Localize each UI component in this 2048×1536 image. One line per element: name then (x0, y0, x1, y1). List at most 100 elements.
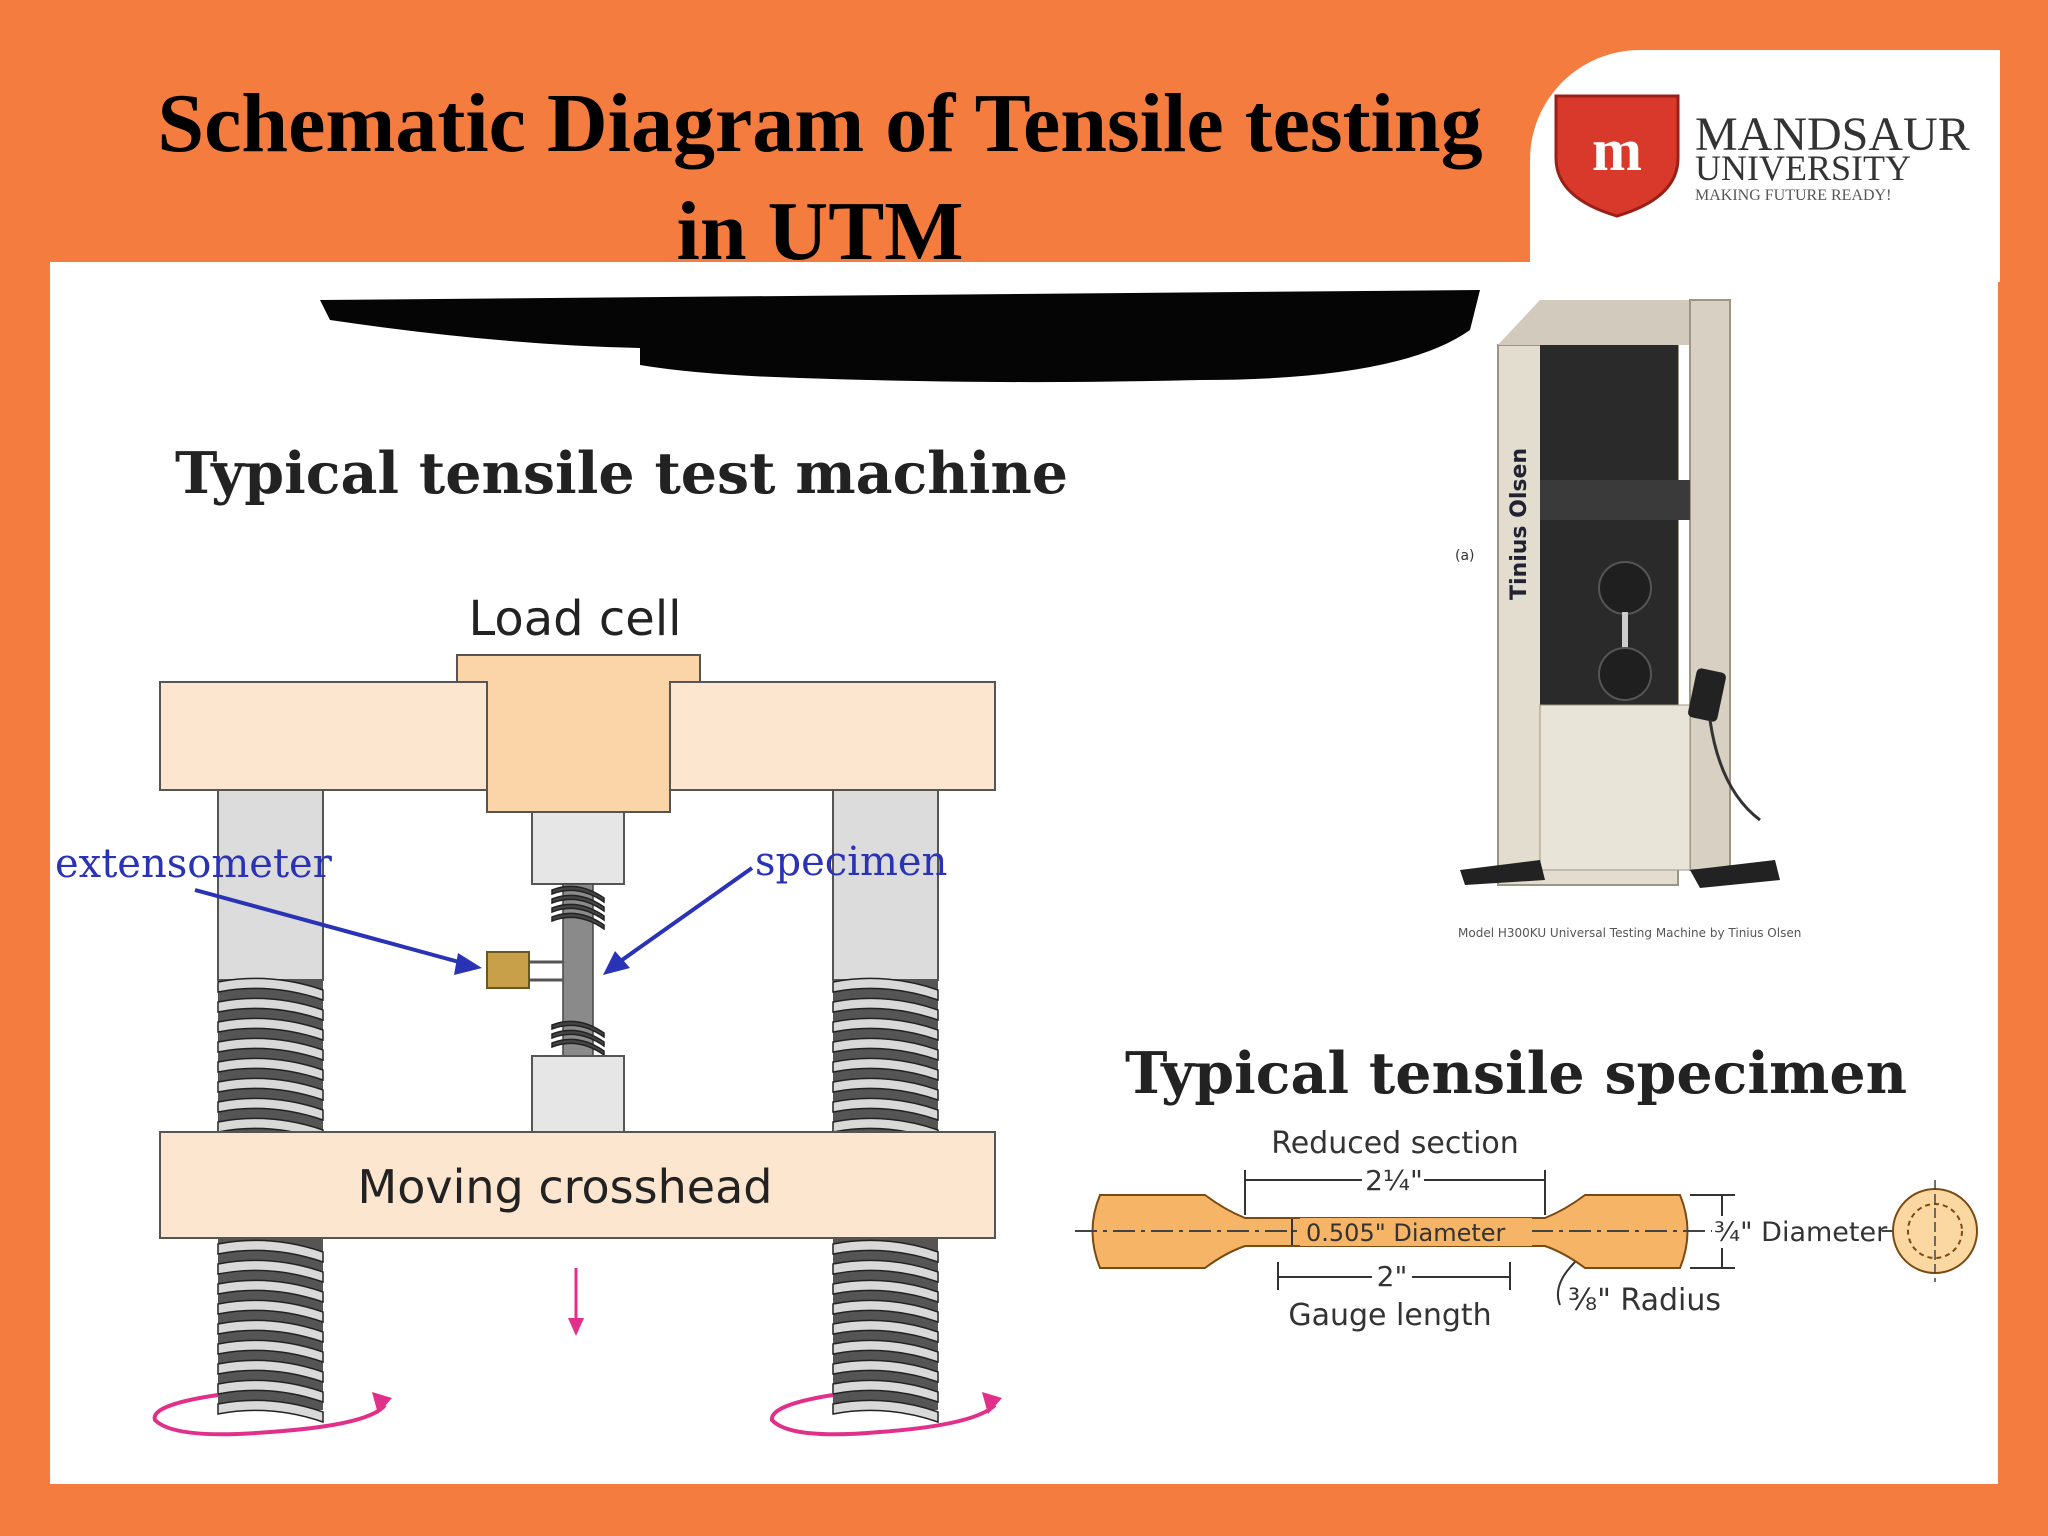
title-line-1: Schematic Diagram of Tensile testing (157, 77, 1483, 170)
thread-ridge (551, 912, 605, 931)
radius-leader (1556, 1261, 1576, 1306)
machine-schematic: Load cell Moving crosshead extensometer … (55, 591, 1002, 1437)
photo-base (1539, 704, 1691, 871)
gauge-length-value: 2" (1377, 1260, 1408, 1293)
thread-ridge (217, 1239, 324, 1264)
photo-upper-grip (1598, 561, 1652, 615)
thread-ridge (217, 1037, 324, 1062)
thread-ridge (832, 1037, 939, 1062)
photo-foot-left (1460, 860, 1545, 885)
gauge-length-label: Gauge length (1288, 1298, 1491, 1333)
specimen-arrowhead (603, 951, 630, 975)
thread-ridge (551, 885, 605, 904)
moving-crosshead (159, 1131, 996, 1239)
machine-heading: Typical tensile test machine (175, 440, 1069, 507)
logo-emblem: m (1592, 117, 1642, 183)
thread-ridge (832, 1379, 939, 1404)
thread-ridge (217, 1399, 324, 1424)
thread-ridge (217, 997, 324, 1022)
load-cell-label: Load cell (469, 591, 682, 647)
thread-ridge (832, 1259, 939, 1284)
crosshead-label: Moving crosshead (358, 1160, 773, 1214)
thread-ridge (217, 1339, 324, 1364)
photo-opening (1540, 345, 1678, 705)
thread-ridge (832, 1319, 939, 1344)
thread-ridge (217, 1077, 324, 1102)
thread-ridge (832, 1399, 939, 1424)
thread-ridge (832, 1239, 939, 1264)
image-artifact (320, 290, 1480, 383)
thread-ridge (217, 1057, 324, 1082)
thread-ridge (217, 1379, 324, 1404)
photo-crosshead (1540, 480, 1690, 520)
thread-ridge (832, 1017, 939, 1042)
thread-ridge (832, 997, 939, 1022)
photo-brand: Tinius Olsen (1507, 448, 1532, 600)
logo-tagline: MAKING FUTURE READY! (1695, 187, 1891, 204)
thread-ridge (217, 1279, 324, 1304)
thread-ridge (217, 1097, 324, 1122)
thread-ridge (832, 1339, 939, 1364)
small-diameter-label: 0.505" Diameter (1306, 1219, 1506, 1247)
thread-ridge (551, 1029, 605, 1048)
photo-specimen (1622, 612, 1628, 656)
reduced-dimension-gap (1362, 1164, 1424, 1194)
load-cell (456, 654, 701, 813)
left-column (217, 789, 324, 981)
thread-ridge (551, 903, 605, 922)
photo-foot-right (1690, 860, 1780, 888)
upper-grip (531, 811, 625, 885)
logo-subname: UNIVERSITY (1695, 148, 1911, 188)
thread-ridge (832, 977, 939, 1002)
specimen-pointer (613, 866, 754, 967)
logo-name: MANDSAUR (1695, 108, 1970, 161)
gauge-dimension-gap (1372, 1262, 1412, 1290)
thread-ridge (832, 1077, 939, 1102)
specimen-heading: Typical tensile specimen (1125, 1040, 1908, 1107)
thread-ridge (217, 1259, 324, 1284)
photo-back-column (1689, 299, 1731, 871)
upper-thread (551, 885, 605, 931)
extensometer-block (486, 951, 530, 989)
thread-ridge (832, 1097, 939, 1122)
right-rotation-arrowhead (982, 1392, 1002, 1414)
extensometer-label: extensometer (55, 841, 333, 887)
thread-ridge (832, 1279, 939, 1304)
radius-label: ⅜" Radius (1568, 1283, 1721, 1318)
thread-ridge (832, 1299, 939, 1324)
thread-ridge (832, 1057, 939, 1082)
photo-tag: (a) (1455, 548, 1475, 564)
left-rotation-arrowhead (372, 1392, 392, 1414)
photo-cable (1708, 719, 1761, 822)
slide-title: Schematic Diagram of Tensile testing in … (40, 70, 1600, 286)
photo-frame-top (1498, 300, 1730, 345)
right-rotation-arrow (770, 1393, 997, 1437)
large-diameter-label: ¾" Diameter (1714, 1217, 1888, 1248)
photo-caption: Model H300KU Universal Testing Machine b… (1458, 926, 1801, 940)
large-diameter-gap (1712, 1216, 1882, 1248)
thread-ridge (217, 1319, 324, 1344)
reduced-section-length: 2¼" (1365, 1164, 1423, 1197)
title-line-2: in UTM (676, 185, 964, 278)
thread-ridge (217, 1299, 324, 1324)
thread-ridge (217, 977, 324, 1002)
right-lead-screw (832, 977, 939, 1424)
right-column (832, 789, 939, 981)
photo-controller (1688, 668, 1726, 722)
thread-ridge (551, 894, 605, 913)
left-rotation-arrow (152, 1393, 387, 1437)
left-lead-screw (217, 977, 324, 1424)
extensometer-pointer (194, 888, 471, 967)
university-logo: m MANDSAUR UNIVERSITY MAKING FUTURE READ… (1554, 94, 1970, 218)
extensometer-arrowhead (454, 953, 482, 975)
specimen-schematic: Reduced section 2¼" 0.505" Diameter 2" G… (1075, 1126, 1978, 1333)
motion-arrowhead (568, 1318, 584, 1336)
reduced-section-label: Reduced section (1271, 1126, 1519, 1161)
thread-ridge (217, 1359, 324, 1384)
shield-icon (1554, 94, 1680, 218)
specimen-label: specimen (755, 839, 947, 885)
photo-lower-grip (1598, 647, 1652, 701)
small-diameter-gap (1300, 1218, 1532, 1246)
thread-ridge (217, 1017, 324, 1042)
